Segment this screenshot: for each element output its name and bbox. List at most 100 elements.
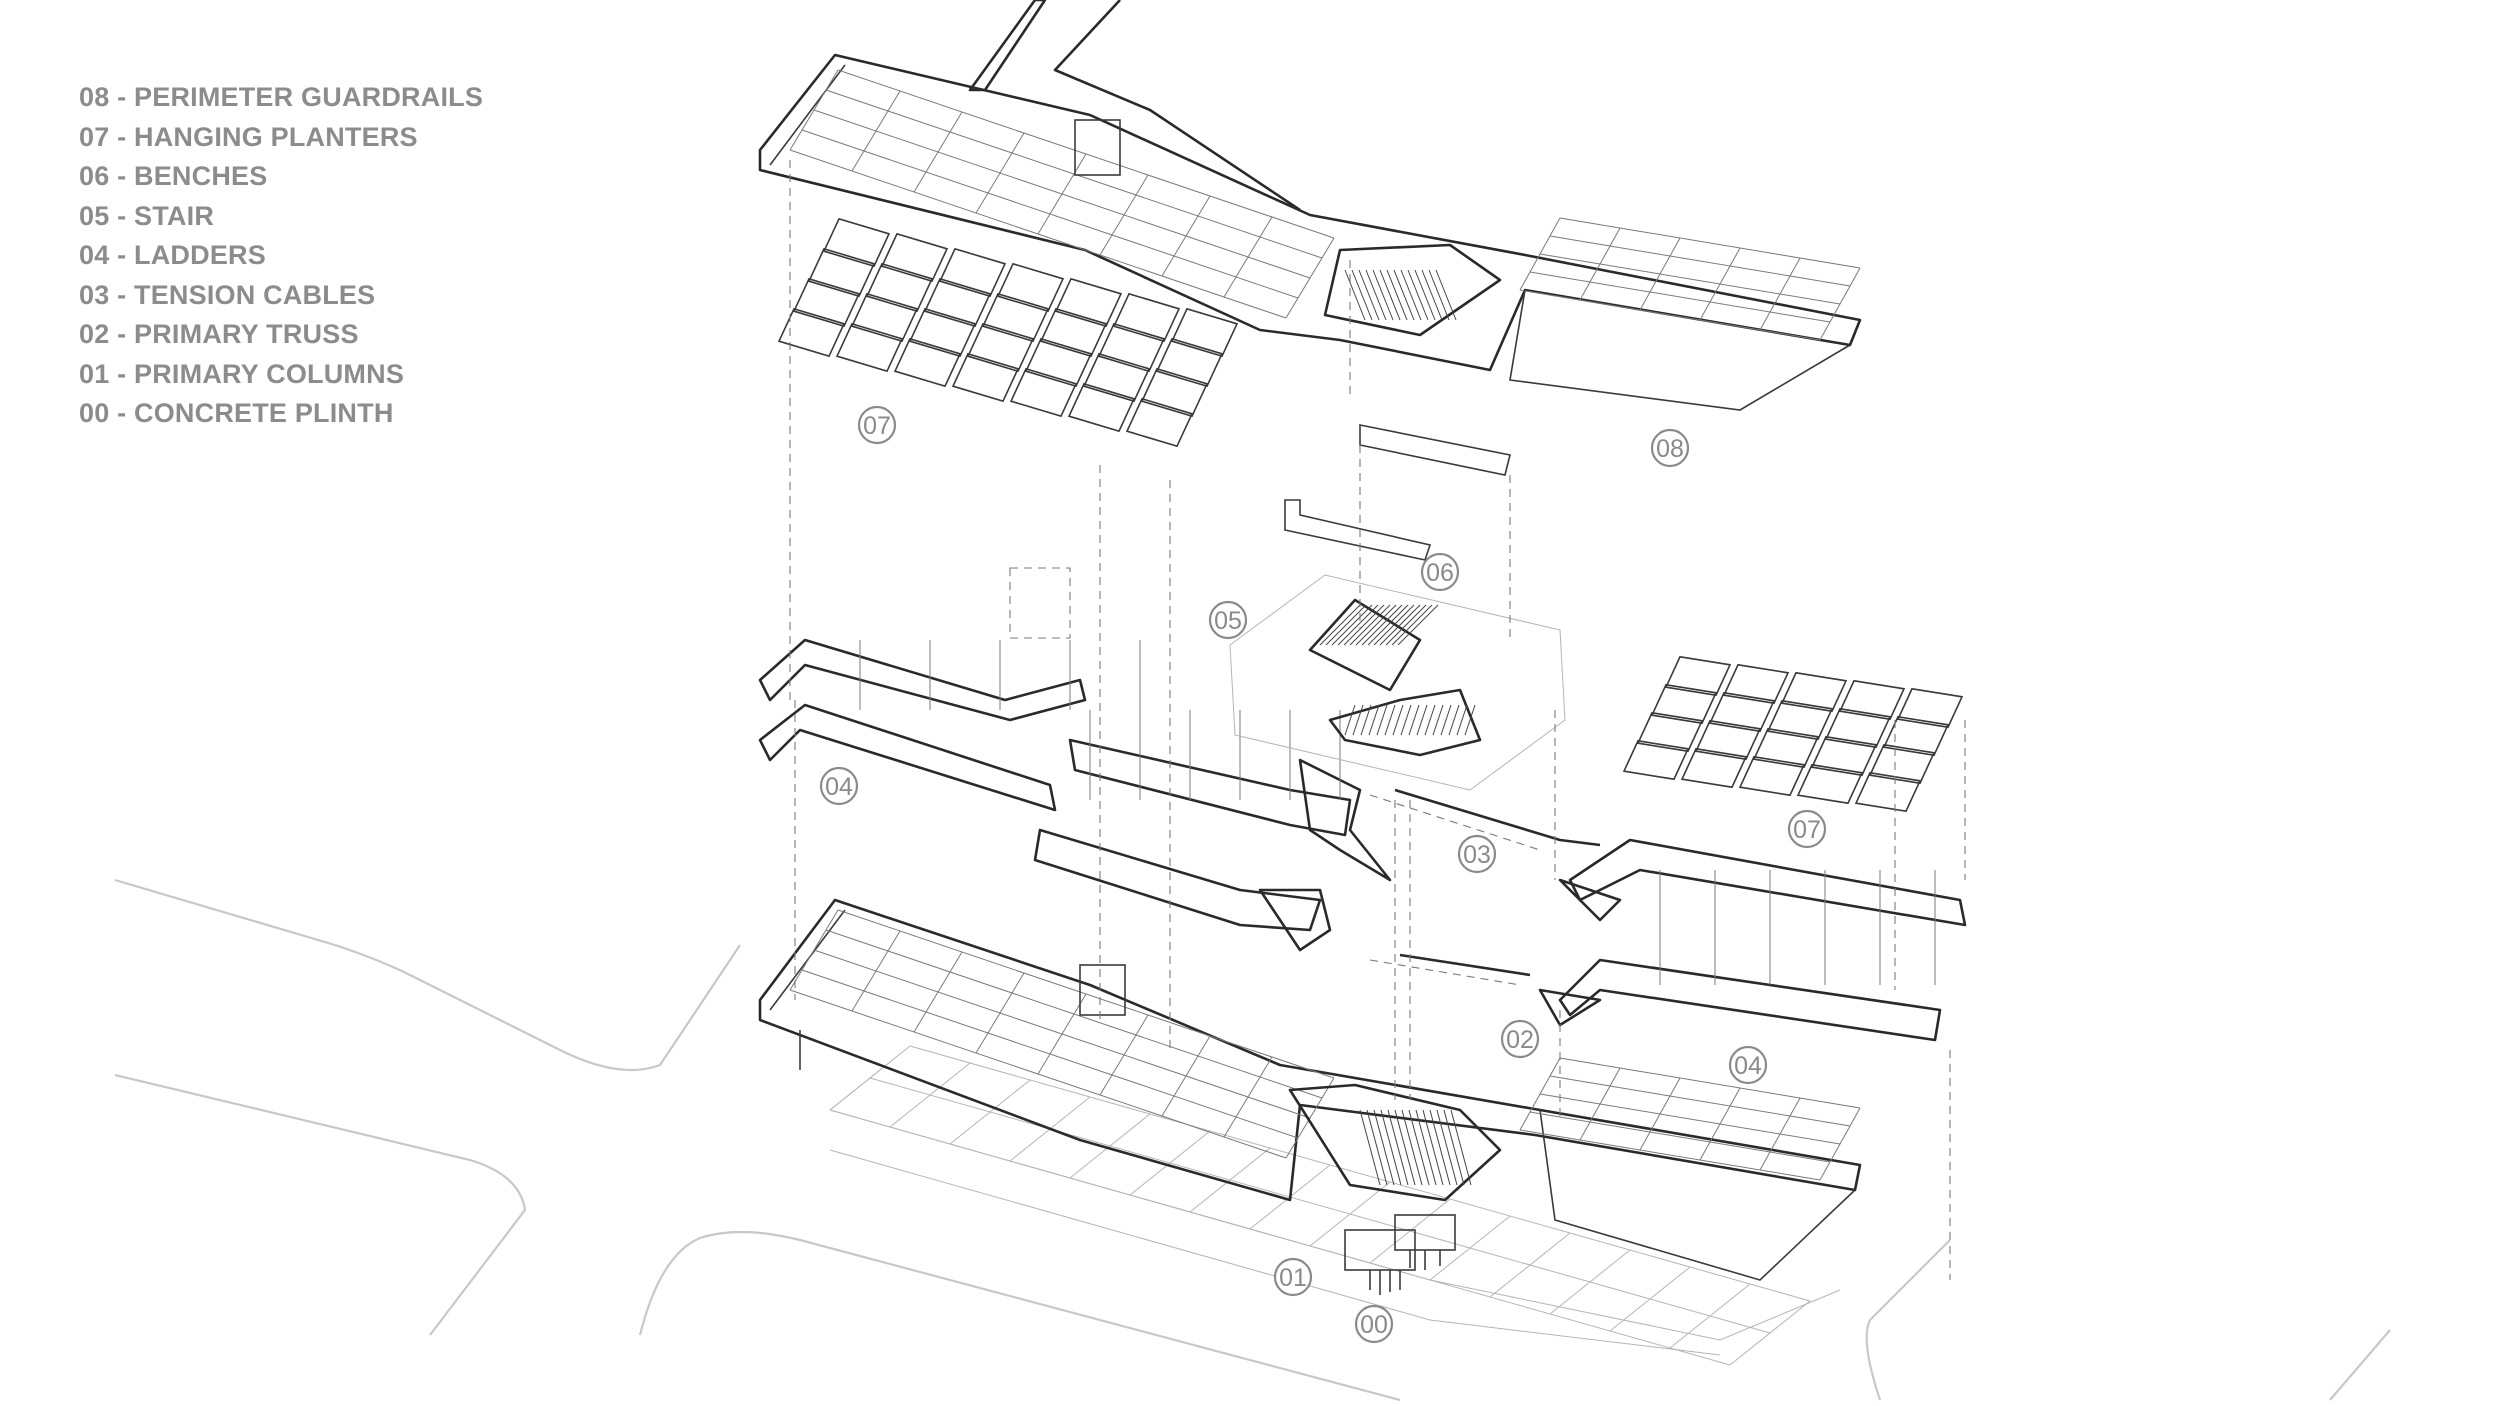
stair-tread-line <box>1384 704 1396 736</box>
planter-cell <box>1882 715 1950 757</box>
deck-grid-line <box>1529 271 1831 323</box>
planter-cell <box>1780 671 1848 713</box>
planter-cell <box>1024 337 1093 388</box>
tag-05-label: 05 <box>1214 607 1242 635</box>
planter-cell <box>1796 763 1864 805</box>
stair-hatch-line <box>1393 269 1415 321</box>
stair-hatch-line <box>1429 1109 1451 1186</box>
stair-tread-line <box>1400 704 1412 736</box>
stair-hatch-line <box>1387 1109 1409 1186</box>
stair-tread-line <box>1376 704 1388 736</box>
stair-tread-line <box>1416 704 1428 736</box>
planter-cell <box>1694 719 1762 761</box>
planter-cell <box>996 262 1065 313</box>
deck-grid-line <box>1519 1129 1821 1181</box>
planter-cell <box>1140 367 1209 418</box>
stair-hatch-line <box>1386 269 1408 321</box>
tag-03-label: 03 <box>1463 841 1491 869</box>
stair-tread-line <box>1464 704 1476 736</box>
stair-tread-line <box>1379 604 1421 646</box>
deck-grid-line <box>1539 1093 1841 1145</box>
planter-cell <box>1838 679 1906 721</box>
stair-hatch-line <box>1400 269 1422 321</box>
stair-tread-line <box>1337 604 1379 646</box>
planter-cell <box>1636 711 1704 753</box>
stair-hatch-line <box>1407 269 1429 321</box>
planter-cell <box>908 307 977 358</box>
deck-grid-line <box>825 929 1323 1099</box>
stair-hatch-line <box>1422 1109 1444 1186</box>
planter-cell <box>1680 747 1748 789</box>
planter-cell <box>1009 367 1078 418</box>
stair-tread-line <box>1391 604 1433 646</box>
deck-grid-line <box>1559 1057 1861 1109</box>
planter-cell <box>1039 307 1108 358</box>
planter-cell <box>938 247 1007 298</box>
plinth-grid-line <box>909 1045 1811 1302</box>
planter-cell <box>1810 735 1878 777</box>
plinth-grid-line <box>829 1109 1731 1366</box>
planter-cell <box>1868 743 1936 785</box>
stair-tread-line <box>1319 604 1361 646</box>
perimeter-guardrails <box>758 0 1862 411</box>
tag-08: 08 <box>1650 428 1690 468</box>
stair-tread-line <box>1360 704 1372 736</box>
planter-cell <box>792 277 861 328</box>
legend-item-benches: 06 - BENCHES <box>79 161 268 191</box>
planter-cell <box>1708 691 1776 733</box>
stair-tread-line <box>1325 604 1367 646</box>
deck-grid-line <box>1549 1075 1851 1127</box>
tension-cables <box>1369 788 1601 986</box>
stair-tread-line <box>1352 704 1364 736</box>
planter-cell <box>1664 655 1732 697</box>
planter-cell <box>1112 292 1181 343</box>
alignment-lines <box>789 160 1966 1280</box>
component-legend: 08 - PERIMETER GUARDRAILS 07 - HANGING P… <box>79 78 483 434</box>
legend-item-concrete-plinth: 00 - CONCRETE PLINTH <box>79 398 394 428</box>
planter-cell <box>1067 382 1136 433</box>
stair-tread-line <box>1432 704 1444 736</box>
tag-00: 00 <box>1354 1304 1394 1344</box>
planter-cell <box>1170 307 1239 358</box>
stair-hatch-line <box>1435 269 1457 321</box>
stair-tread-line <box>1385 604 1427 646</box>
tag-06: 06 <box>1420 552 1460 592</box>
stair-hatch-line <box>1428 269 1450 321</box>
tag-01: 01 <box>1273 1257 1313 1297</box>
stair-hatch-line <box>1443 1109 1465 1186</box>
tag-08-label: 08 <box>1656 435 1684 463</box>
planter-cell <box>1622 739 1690 781</box>
stair-hatch-line <box>1351 269 1373 321</box>
legend-item-hanging-planters: 07 - HANGING PLANTERS <box>79 121 418 152</box>
tag-07-top-label: 07 <box>863 412 891 440</box>
concrete-plinth <box>829 1045 1841 1366</box>
stair-tread-line <box>1331 604 1373 646</box>
stair-hatch-line <box>1421 269 1443 321</box>
tag-04-right-label: 04 <box>1734 1052 1762 1080</box>
planter-cell <box>1650 683 1718 725</box>
deck-grid-line <box>801 969 1299 1139</box>
stair-hatch-line <box>1373 1109 1395 1186</box>
stair-hatch-line <box>1365 269 1387 321</box>
stair-tread-line <box>1440 704 1452 736</box>
stair-hatch-line <box>1415 1109 1437 1186</box>
planter-cell <box>807 247 876 298</box>
primary-columns <box>1344 1214 1456 1295</box>
planter-cell <box>865 262 934 313</box>
site-ground-lines <box>114 878 2391 1402</box>
stair-hatch-line <box>1372 269 1394 321</box>
deck-grid-line <box>837 69 1335 239</box>
deck-grid-line <box>825 89 1323 259</box>
stair-tread-line <box>1456 704 1468 736</box>
planter-cell <box>893 337 962 388</box>
stair-hatch-line <box>1450 1109 1472 1186</box>
stair-tread-line <box>1344 704 1356 736</box>
tag-00-label: 00 <box>1360 1311 1388 1339</box>
tag-06-label: 06 <box>1426 559 1454 587</box>
planter-cell <box>1896 687 1964 729</box>
planter-cell <box>1155 337 1224 388</box>
stair-hatch-line <box>1414 269 1436 321</box>
deck-grid-line <box>1559 217 1861 269</box>
stair <box>1229 574 1566 791</box>
truss-and-ladders-right <box>1538 838 1967 1042</box>
